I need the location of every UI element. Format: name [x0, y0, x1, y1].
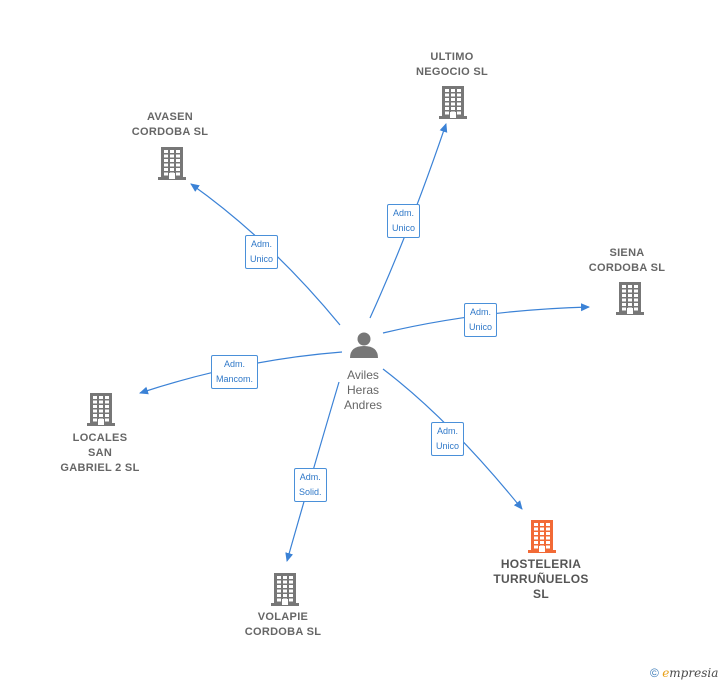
building-icon — [271, 573, 299, 606]
company-label-hosteleria[interactable]: HOSTELERIA TURRUÑUELOS SL — [493, 557, 589, 601]
edge-label-locales: Adm. Mancom. — [211, 355, 259, 389]
edge-label-siena: Adm. Unico — [464, 303, 498, 337]
building-icon — [528, 520, 556, 553]
copyright-icon: © — [650, 666, 659, 680]
building-icon — [616, 282, 644, 315]
edge-label-avasen: Adm. Unico — [245, 235, 279, 269]
company-label-ultimo[interactable]: ULTIMO NEGOCIO SL — [415, 51, 489, 78]
edge-label-hosteleria: Adm. Unico — [431, 422, 465, 456]
building-icon — [87, 393, 115, 426]
building-icon — [158, 147, 186, 180]
company-label-avasen[interactable]: AVASEN CORDOBA SL — [131, 111, 209, 138]
edge-label-volapie: Adm. Solid. — [294, 468, 327, 502]
company-label-siena[interactable]: SIENA CORDOBA SL — [588, 247, 666, 274]
person-icon — [350, 332, 378, 358]
brand-initial: e — [662, 666, 670, 680]
brand-name: mpresia — [669, 666, 719, 680]
company-label-volapie[interactable]: VOLAPIE CORDOBA SL — [244, 611, 322, 638]
copyright-watermark: © empresia — [650, 666, 718, 680]
company-label-locales[interactable]: LOCALES SAN GABRIEL 2 SL — [60, 432, 140, 474]
edge-label-ultimo: Adm. Unico — [387, 204, 421, 238]
center-person-label: Aviles Heras Andres — [343, 368, 383, 412]
building-icon — [439, 86, 467, 119]
